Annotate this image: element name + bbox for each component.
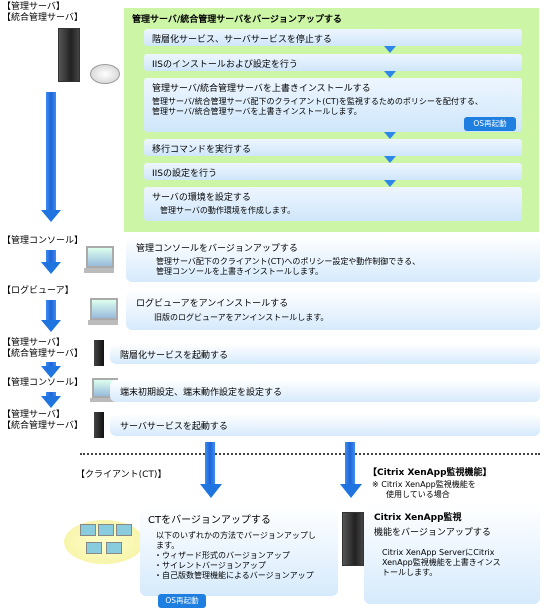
start-server-service-box: サーバサービスを起動する	[110, 414, 540, 436]
tower-icon	[94, 340, 104, 366]
server-icon	[342, 512, 364, 566]
step-overwrite-install: 管理サーバ/統合管理サーバを上書きインストールする 管理サーバ/統合管理サーバ配…	[144, 78, 522, 132]
step-arrow	[384, 180, 396, 187]
flow-arrow-head	[41, 366, 61, 378]
label-kanri-server: 【管理サーバ】 【統合管理サーバ】	[2, 2, 83, 23]
step-arrow	[384, 71, 396, 78]
flow-arrow-client	[205, 442, 215, 484]
step-arrow	[384, 132, 396, 139]
step-stop-service: 階層化サービス、サーバサービスを停止する	[144, 29, 522, 46]
label-client: 【クライアント(CT)】	[76, 470, 167, 480]
flow-arrow-client-head	[200, 484, 222, 498]
terminal-settings-box: 端末初期設定、端末動作設定を設定する	[110, 380, 540, 402]
xenapp-note: ※ Citrix XenApp監視機能を 使用している場合	[372, 480, 476, 499]
keyboard	[90, 398, 118, 402]
logviewer-uninstall-box: ログビューアをアンインストールする 旧版のログビューアをアンインストールします。	[126, 290, 540, 330]
pc-icon	[86, 246, 114, 268]
flow-arrow-head	[41, 262, 61, 274]
flow-arrow	[46, 300, 56, 320]
xenapp-upgrade-box: Citrix XenApp監視 機能をバージョンアップする Citrix Xen…	[364, 504, 540, 604]
pc-icon	[90, 298, 118, 320]
step-migration-command: 移行コマンドを実行する	[144, 139, 522, 156]
keyboard	[84, 268, 114, 273]
console-upgrade-box: 管理コンソールをバージョンアップする 管理サーバ配下のクライアント(CT)へのポ…	[126, 236, 540, 282]
disk-icon	[90, 64, 120, 84]
green-panel-title: 管理サーバ/統合管理サーバをバージョンアップする	[132, 15, 342, 25]
flow-arrow	[46, 392, 56, 398]
label-kanri-server-3: 【管理サーバ】 【統合管理サーバ】	[2, 410, 83, 431]
flow-arrow	[46, 250, 56, 262]
flow-arrow-xen	[345, 442, 355, 484]
step-arrow	[384, 46, 396, 53]
section-separator	[80, 453, 540, 455]
os-restart-badge: OS再起動	[158, 594, 206, 608]
flow-arrow	[46, 362, 56, 368]
label-console: 【管理コンソール】	[2, 236, 84, 246]
step-iis-install: IISのインストールおよび設定を行う	[144, 54, 522, 71]
server-icon	[58, 28, 80, 82]
step-arrow	[384, 156, 396, 163]
ct-upgrade-box: CTをバージョンアップする 以下のいずれかの方法でバージョンアップし ます。 ウ…	[140, 506, 338, 596]
keyboard	[88, 320, 118, 325]
label-logviewer: 【ログビューア】	[2, 286, 74, 296]
step-server-environment: サーバの環境を設定する 管理サーバの動作環境を作成します。	[144, 187, 522, 221]
flow-arrow-head	[41, 396, 61, 408]
flow-arrow-xen-head	[340, 484, 362, 498]
flow-arrow-main	[46, 92, 56, 212]
start-kaisou-service-box: 階層化サービスを起動する	[110, 344, 540, 364]
flow-arrow-head	[41, 320, 61, 332]
tower-icon	[94, 412, 104, 438]
flow-arrow-main-head	[41, 210, 61, 222]
client-pcs-icon	[64, 520, 144, 564]
label-kanri-server-2: 【管理サーバ】 【統合管理サーバ】	[2, 338, 83, 359]
os-restart-badge: OS再起動	[464, 117, 516, 131]
label-xenapp: 【Citrix XenApp監視機能】	[368, 468, 492, 478]
step-iis-settings: IISの設定を行う	[144, 163, 522, 180]
label-console-2: 【管理コンソール】	[2, 378, 84, 388]
